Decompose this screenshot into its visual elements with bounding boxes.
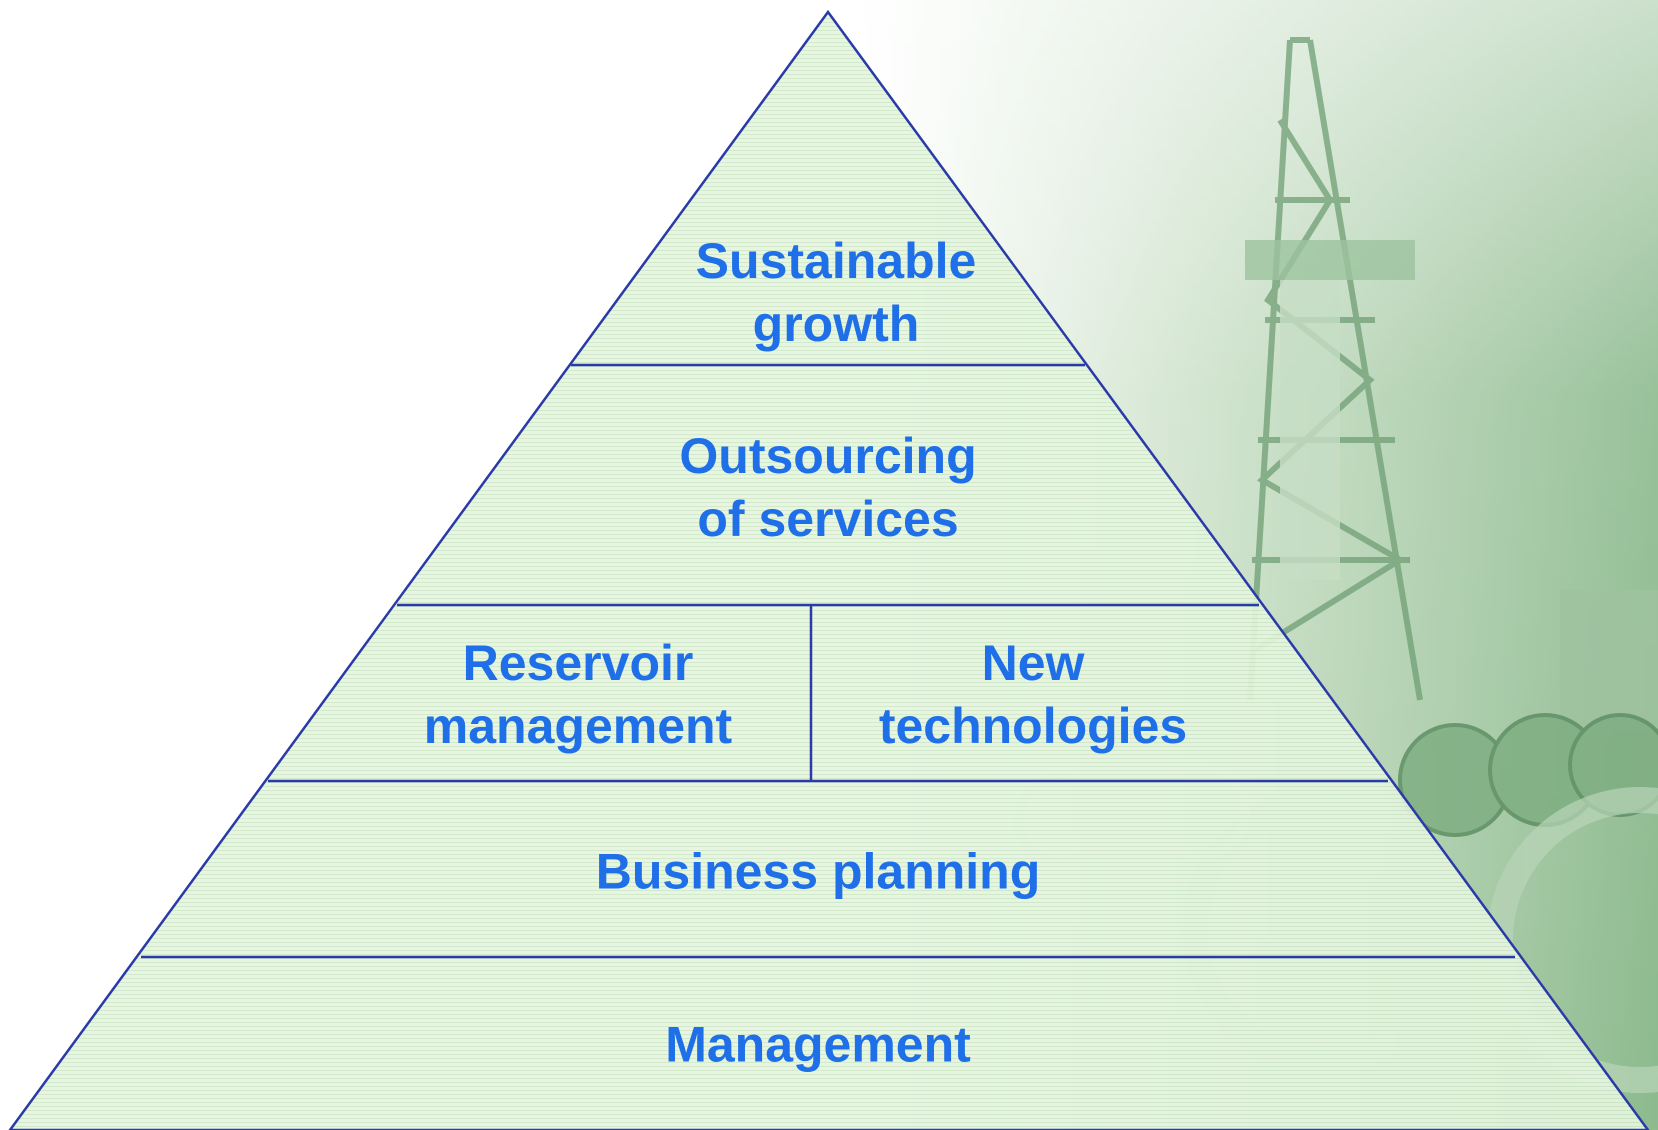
- pyramid-outline: [8, 9, 1650, 1130]
- tier-label-new-technologies: New technologies: [878, 635, 1188, 754]
- tier-label-management: Management: [665, 1016, 971, 1073]
- tier-label-reservoir-management: Reservoir management: [423, 635, 733, 754]
- tier-label-sustainable-growth: Sustainable growth: [695, 233, 977, 352]
- tier-label-outsourcing-of-services: Outsourcing of services: [679, 428, 977, 547]
- tier-label-business-planning: Business planning: [595, 843, 1041, 900]
